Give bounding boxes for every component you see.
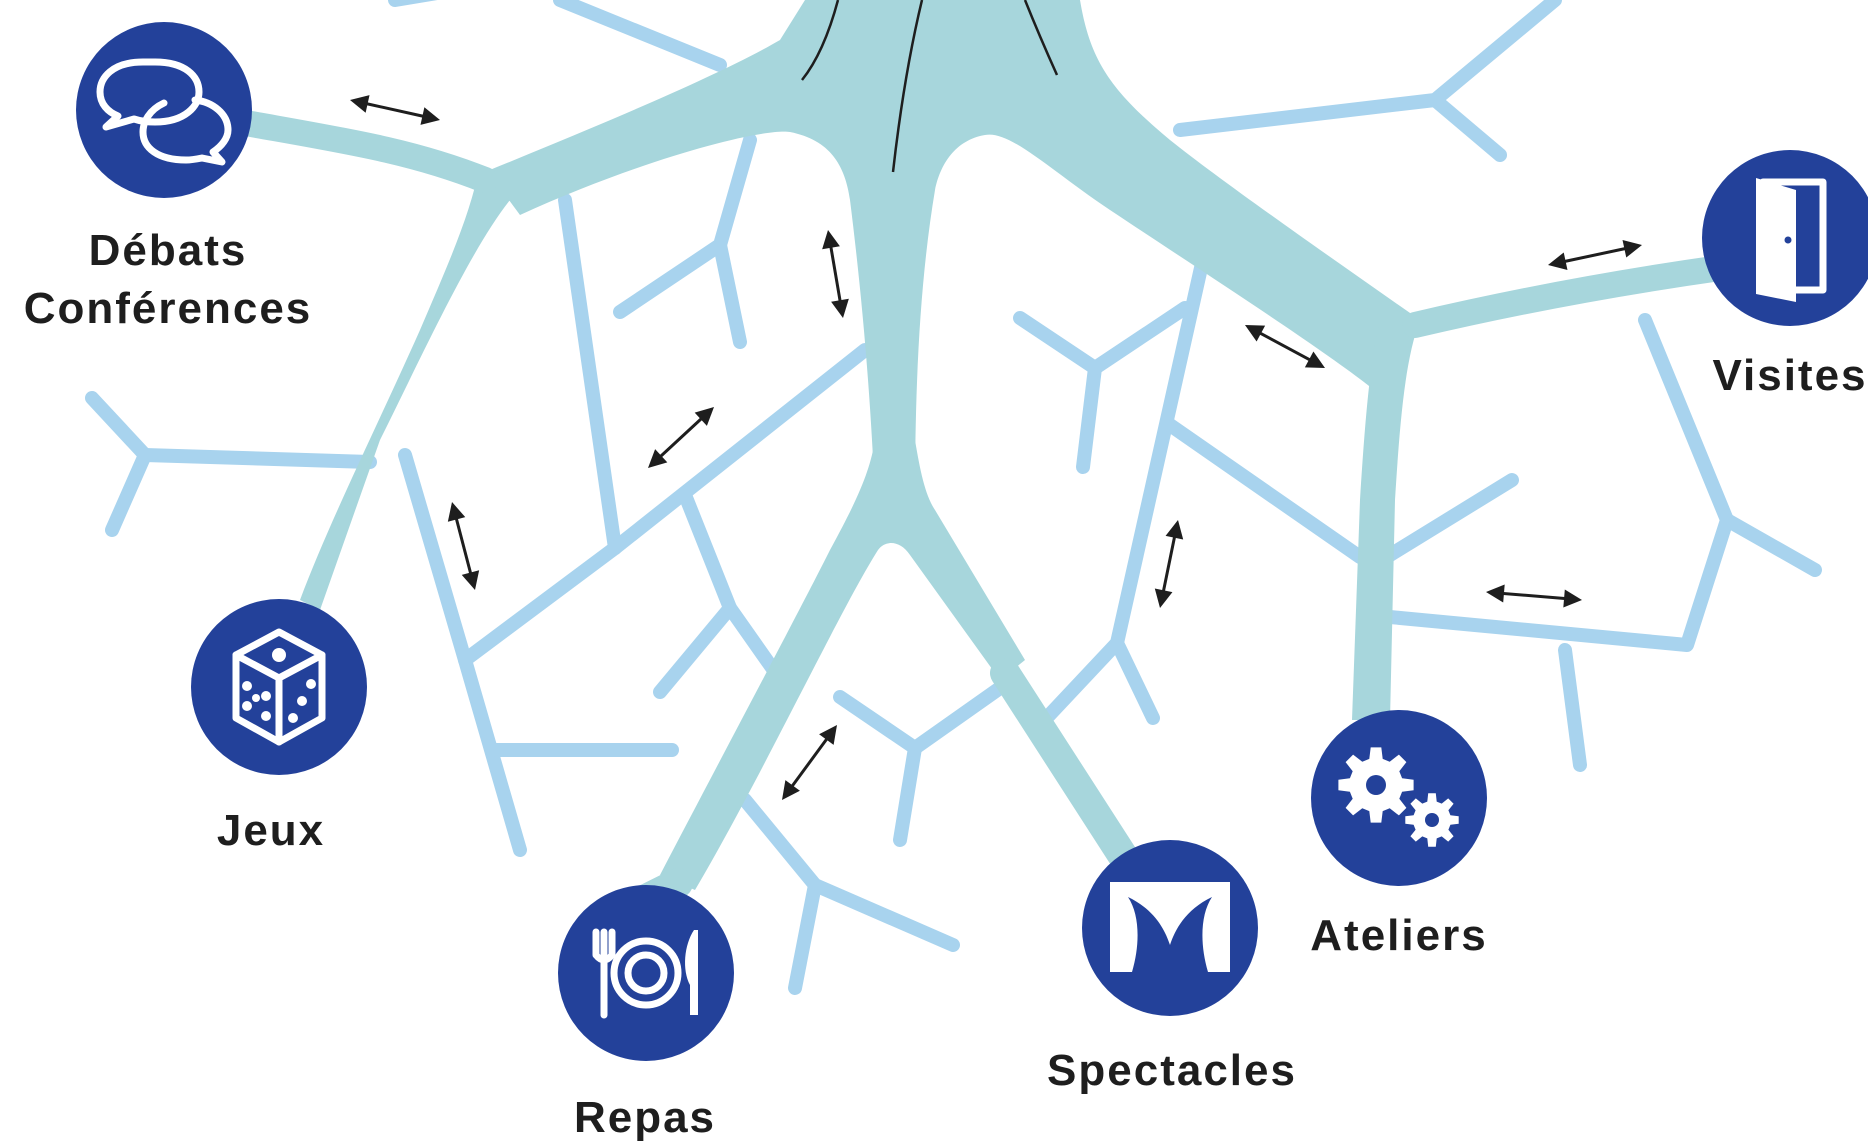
double-arrow bbox=[448, 502, 479, 590]
main-branches bbox=[240, 0, 1720, 902]
node-ateliers: Ateliers bbox=[1310, 710, 1487, 960]
node-label: Jeux bbox=[217, 806, 325, 855]
node-circle bbox=[76, 22, 252, 198]
double-arrow bbox=[1155, 520, 1183, 608]
double-arrow bbox=[782, 725, 837, 800]
node-repas: Repas bbox=[558, 885, 734, 1142]
node-jeux: Jeux bbox=[191, 599, 367, 855]
node-debats: Débats Conférences bbox=[24, 22, 313, 333]
node-label: Visites bbox=[1712, 351, 1867, 400]
node-label: Repas bbox=[574, 1093, 716, 1142]
node-label: Débats bbox=[89, 226, 248, 275]
node-label: Spectacles bbox=[1047, 1046, 1297, 1095]
double-arrow bbox=[350, 95, 440, 125]
node-circle bbox=[558, 885, 734, 1061]
double-arrow bbox=[1486, 585, 1582, 608]
node-label: Conférences bbox=[24, 284, 313, 333]
double-arrow bbox=[648, 407, 714, 468]
node-label: Ateliers bbox=[1310, 911, 1487, 960]
dice-icon bbox=[236, 632, 322, 742]
node-visites: Visites bbox=[1702, 150, 1868, 400]
double-arrow bbox=[822, 230, 849, 318]
node-spectacles: Spectacles bbox=[1047, 840, 1297, 1095]
double-arrow bbox=[1548, 240, 1642, 270]
